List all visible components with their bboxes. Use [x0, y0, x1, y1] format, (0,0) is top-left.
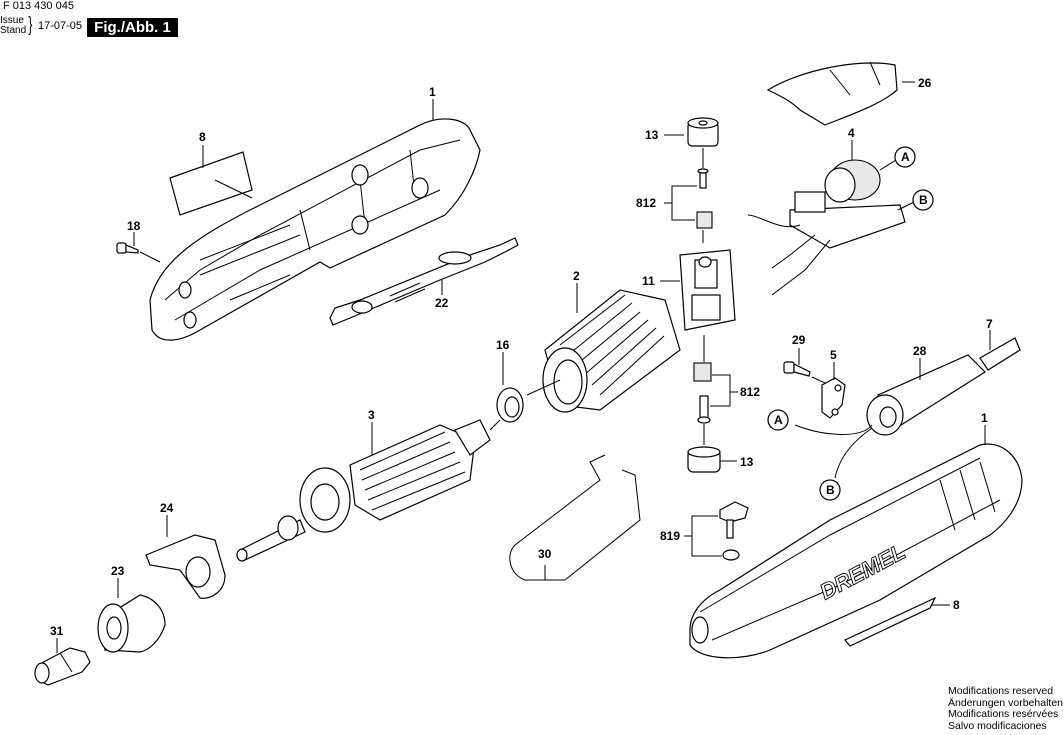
label-3: 3	[368, 408, 375, 422]
callout-b-switch	[912, 189, 934, 211]
label-28: 28	[913, 344, 927, 358]
stator-2	[542, 289, 681, 413]
label-29: 29	[792, 333, 806, 347]
label-30: 30	[538, 547, 552, 561]
callout-a-cord	[767, 409, 789, 431]
cord-clamp-7	[821, 377, 846, 419]
hanger-wire-30	[509, 454, 641, 581]
bearing-16	[496, 387, 524, 423]
nose-cap-23	[97, 594, 166, 653]
housing-left	[149, 118, 481, 341]
label-8-upper	[169, 151, 253, 216]
label-4: 4	[848, 126, 855, 140]
wire-a	[794, 424, 873, 435]
label-24: 24	[160, 501, 174, 515]
switch-cover-26	[766, 61, 898, 126]
callout-a-switch-letter: A	[901, 150, 910, 164]
label-31: 31	[50, 624, 64, 638]
callout-a-cord-letter: A	[774, 413, 783, 427]
switch-4	[747, 159, 906, 296]
brush-cap-13-upper	[687, 117, 719, 168]
label-812-lower: 812	[740, 385, 760, 399]
label-22: 22	[435, 296, 449, 310]
label-16: 16	[496, 338, 510, 352]
stand-label: Stand	[0, 25, 27, 36]
leader-callout-a-switch	[879, 159, 897, 171]
cord-grommet-28	[866, 354, 986, 436]
issue-stand-label: Issue Stand	[0, 16, 26, 36]
label-8-upper-text: 8	[199, 130, 206, 144]
screw-18	[116, 242, 161, 263]
wire-b	[834, 427, 873, 479]
figure-label: Fig./Abb. 1	[87, 18, 178, 37]
screw-29	[783, 361, 826, 384]
brush-cap-13-lower	[687, 446, 721, 473]
label-8-lower-text: 8	[953, 598, 960, 612]
shaft-lock-cover-24	[145, 534, 226, 599]
document-number: F 013 430 045	[3, 0, 74, 12]
footer-line-en: Modifications reserved	[948, 685, 1054, 697]
callout-a-switch	[894, 146, 916, 168]
leader-callout-b-switch	[897, 201, 915, 211]
callout-b-switch-letter: B	[919, 193, 928, 207]
issue-label: Issue	[0, 15, 24, 26]
armature-3	[236, 419, 501, 562]
brace-icon: }	[28, 14, 33, 36]
footer-line-de: Änderungen vorbehalten	[948, 696, 1064, 709]
label-1-left: 1	[429, 85, 436, 99]
callout-b-cord	[819, 479, 841, 501]
brush-set-812-lower	[693, 335, 731, 445]
contact-plate-22	[329, 237, 519, 326]
issue-date: 17-07-05	[38, 20, 83, 32]
label-18: 18	[127, 219, 141, 233]
power-cord-5	[979, 337, 1021, 371]
footer-line-es: Salvo modificaciones	[948, 719, 1047, 732]
brush-holder-11	[679, 249, 736, 331]
brush-set-812-upper	[671, 168, 713, 243]
label-13-lower: 13	[740, 455, 754, 469]
label-13-upper: 13	[645, 128, 659, 142]
label-23: 23	[111, 564, 125, 578]
label-11: 11	[642, 274, 655, 288]
modifications-notice: Modifications reserved Änderungen vorbeh…	[948, 685, 1064, 732]
axis-line-stator	[526, 379, 561, 396]
housing-right: DREMEL	[689, 443, 1023, 659]
label-819: 819	[660, 529, 680, 543]
label-8-lower	[844, 596, 937, 647]
label-26: 26	[918, 76, 932, 90]
shaft-lock-button-819	[691, 501, 749, 561]
label-812-upper: 812	[636, 196, 656, 210]
label-1-right: 1	[981, 411, 988, 425]
label-7: 5	[830, 348, 837, 362]
callout-b-cord-letter: B	[826, 483, 835, 497]
footer-line-fr: Modifications resérvées	[948, 708, 1059, 720]
label-2: 2	[573, 269, 580, 283]
collet-nut-31	[34, 647, 91, 686]
label-5: 7	[986, 317, 993, 331]
